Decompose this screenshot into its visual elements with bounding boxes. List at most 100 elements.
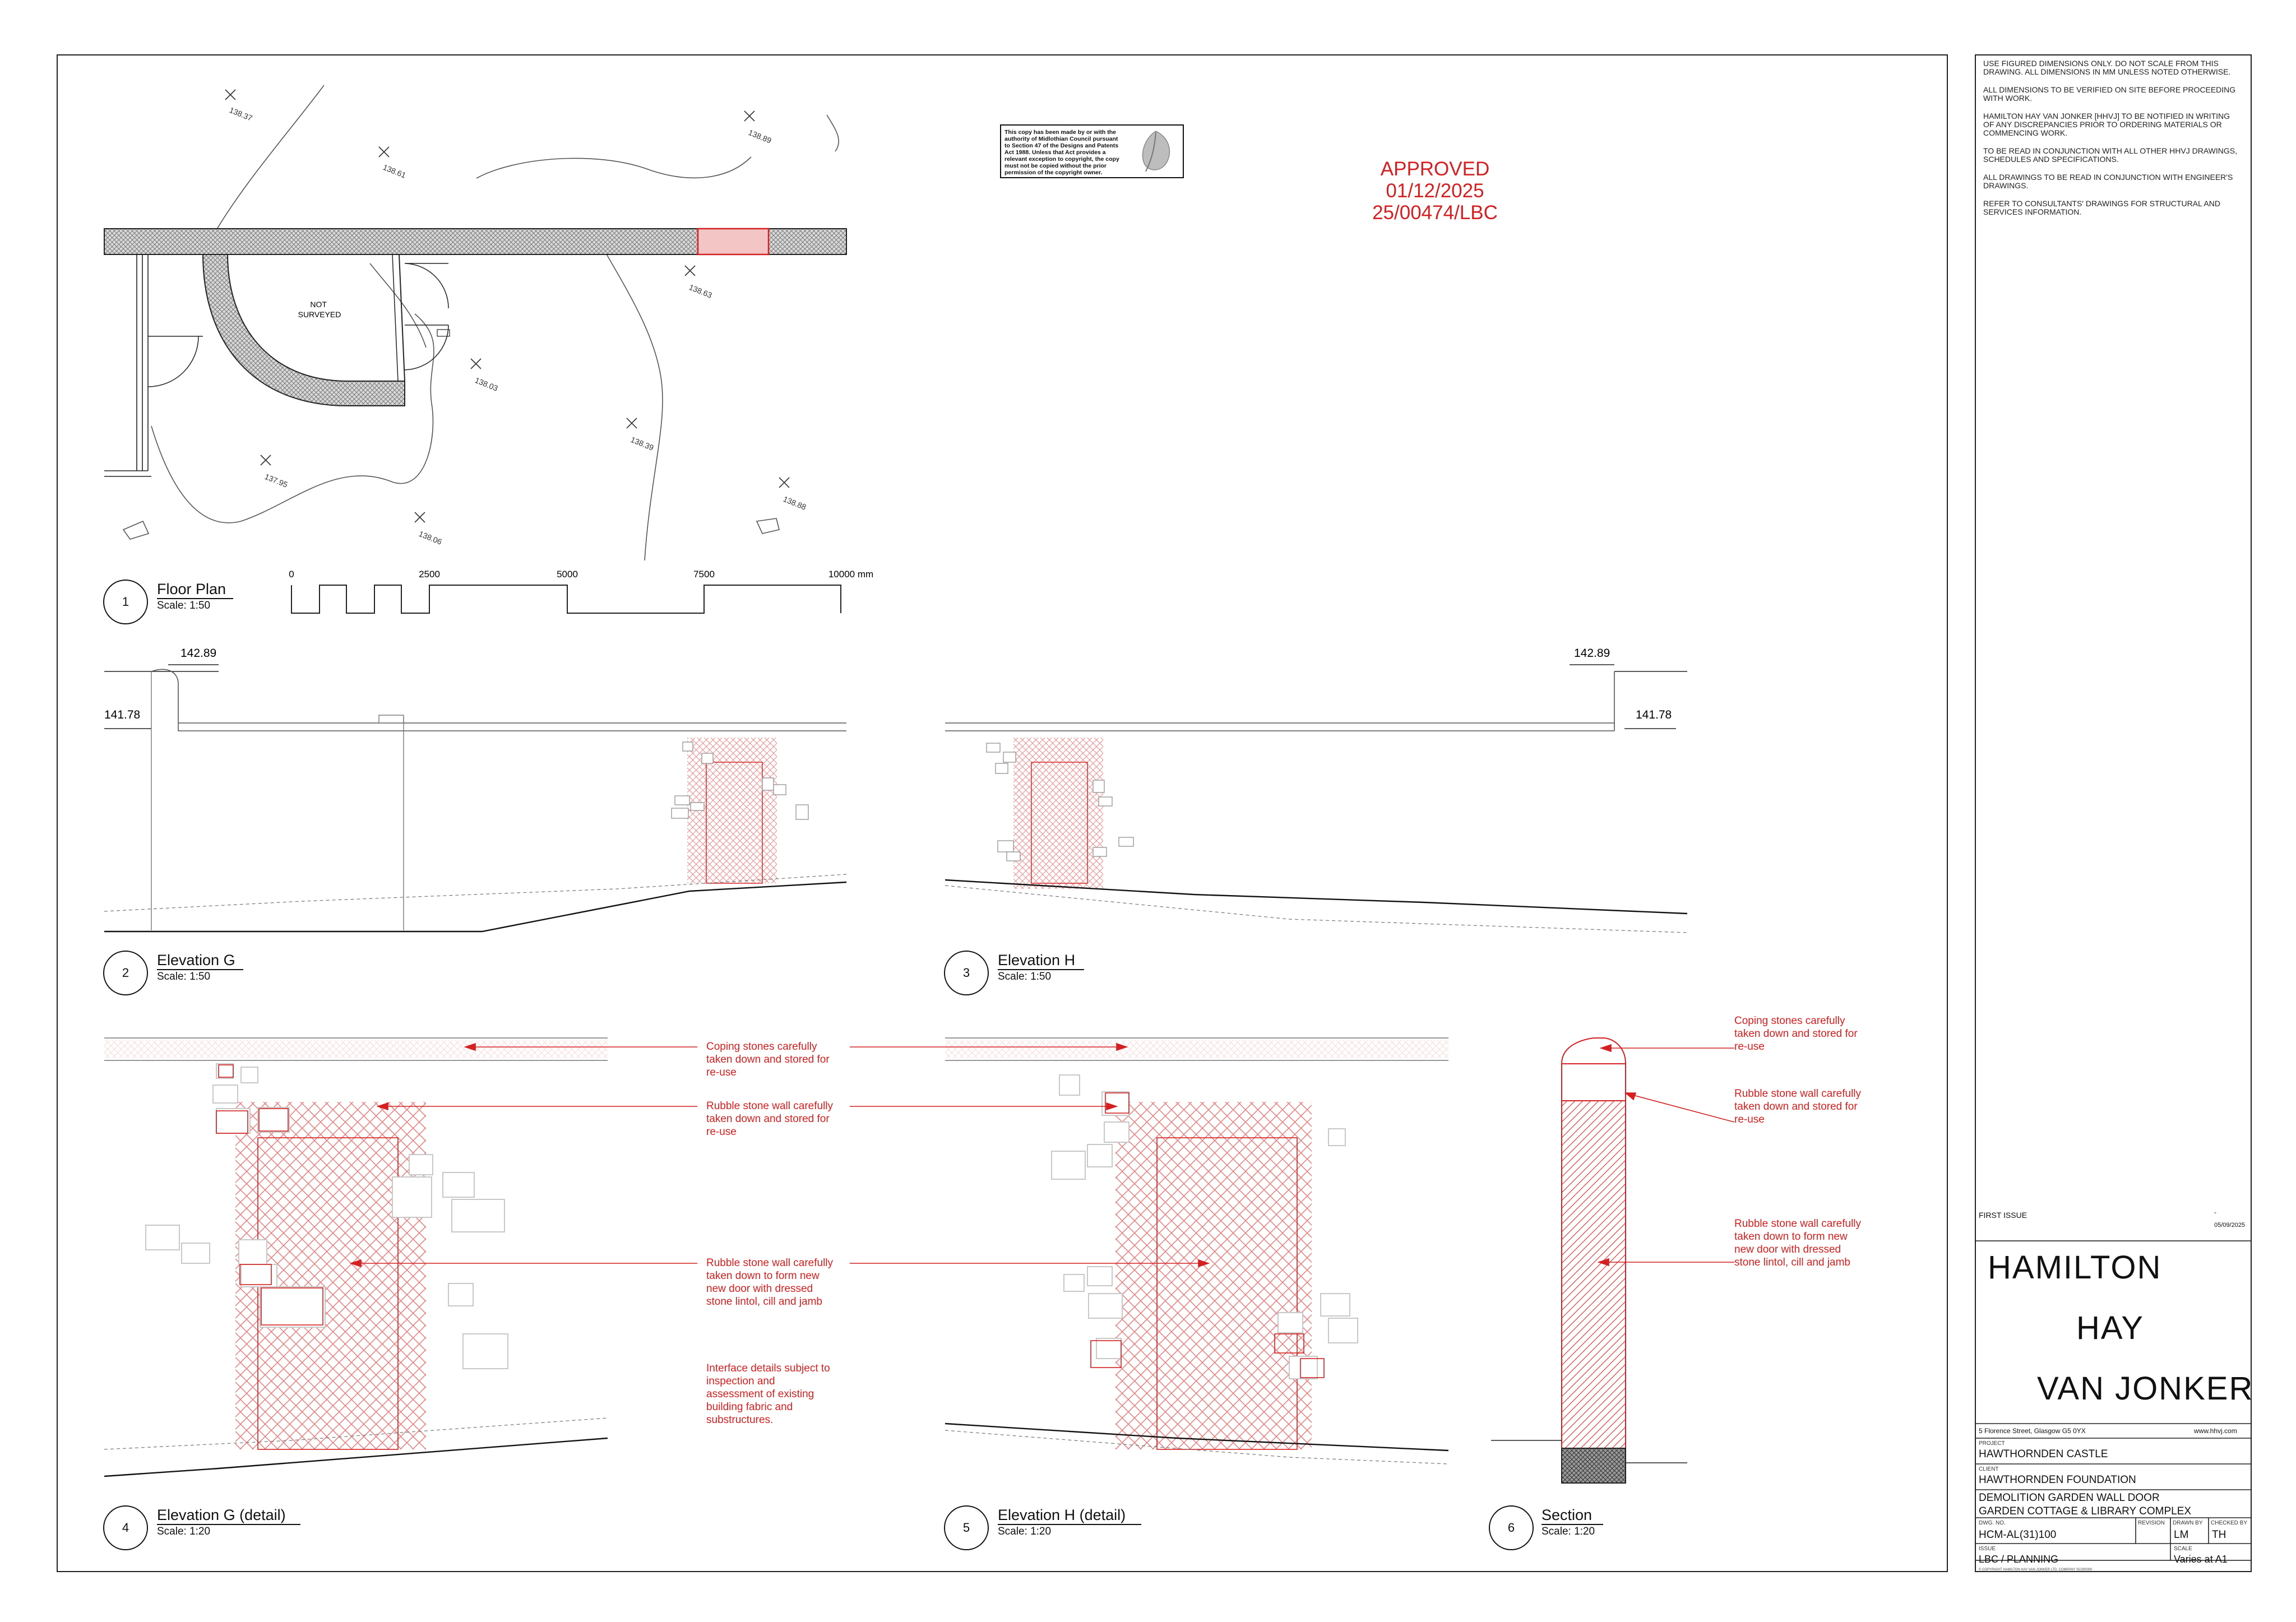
checked-by-label: CHECKED BY bbox=[2211, 1520, 2248, 1526]
view-number: 2 bbox=[103, 951, 148, 995]
view-title: Elevation H bbox=[998, 952, 1084, 970]
note: REFER TO CONSULTANTS' DRAWINGS FOR STRUC… bbox=[1983, 199, 2220, 216]
first-issue-date: 05/09/2025 bbox=[2214, 1222, 2246, 1229]
checked-by: TH bbox=[2212, 1529, 2226, 1541]
practice-website: www.hhvj.com bbox=[2194, 1427, 2237, 1435]
client-label: CLIENT bbox=[1979, 1466, 1999, 1472]
note: USE FIGURED DIMENSIONS ONLY. DO NOT SCAL… bbox=[1983, 59, 2231, 76]
spot-level-label: 137.95 bbox=[263, 472, 289, 489]
scale-tick-label: 2500 bbox=[419, 569, 440, 580]
wall-core-section bbox=[1561, 1100, 1626, 1449]
logo-line-3: VAN JONKER bbox=[2037, 1370, 2254, 1407]
scale-bar: 0 2500 5000 7500 10000 mm bbox=[289, 569, 873, 614]
wall-section bbox=[1491, 1037, 1687, 1484]
level-label-mid: 141.78 bbox=[1636, 708, 1672, 721]
level-label-mid: 141.78 bbox=[104, 708, 140, 721]
approval-status: APPROVED bbox=[1380, 158, 1490, 180]
section-rubble-callout: Rubble stone wall carefully taken down a… bbox=[1734, 1088, 1862, 1125]
note: HAMILTON HAY VAN JONKER [HHVJ] TO BE NOT… bbox=[1983, 112, 2230, 137]
contour-line bbox=[476, 156, 752, 179]
contour-line bbox=[215, 85, 325, 231]
view-title: Elevation H (detail) bbox=[998, 1507, 1141, 1525]
spot-level-label: 138.63 bbox=[688, 282, 714, 300]
spot-level-label: 138.06 bbox=[418, 529, 443, 546]
view-scale: Scale: 1:50 bbox=[998, 971, 1052, 983]
curved-wall-plan bbox=[202, 254, 405, 406]
contour-line bbox=[369, 263, 427, 348]
view-number: 1 bbox=[103, 580, 148, 624]
level-label-top: 142.89 bbox=[1574, 647, 1610, 660]
coping-callout: Coping stones carefully taken down and s… bbox=[706, 1041, 830, 1078]
first-issue-label: FIRST ISSUE bbox=[1979, 1211, 2027, 1220]
drawing-number-label: DWG. NO. bbox=[1979, 1520, 2006, 1526]
new-door-callout: Rubble stone wall carefully taken down t… bbox=[706, 1257, 834, 1308]
logo-line-2: HAY bbox=[2076, 1310, 2144, 1346]
view-title: Section bbox=[1542, 1507, 1603, 1525]
view-scale: Scale: 1:20 bbox=[998, 1526, 1052, 1537]
view-number: 3 bbox=[944, 951, 989, 995]
copyright-notice-box: This copy has been made by or with the a… bbox=[1000, 124, 1184, 178]
scale-tick-label: 5000 bbox=[557, 569, 578, 580]
view-scale: Scale: 1:20 bbox=[157, 1526, 211, 1537]
contour-line bbox=[122, 520, 150, 540]
drawing-number: HCM-AL(31)100 bbox=[1979, 1529, 2057, 1541]
approval-stamp: APPROVED 01/12/2025 25/00474/LBC bbox=[1334, 158, 1536, 224]
door-swing bbox=[404, 325, 449, 370]
spot-level-label: 138.39 bbox=[629, 435, 655, 452]
spot-level-label: 138.61 bbox=[382, 163, 408, 180]
view-scale: Scale: 1:50 bbox=[157, 971, 211, 983]
footer-copyright: © COPYRIGHT HAMILTON HAY VAN JONKER LTD.… bbox=[1979, 1568, 2093, 1572]
level-markers: 142.89 141.78 142.89 141.78 bbox=[104, 647, 1672, 721]
door-swing bbox=[147, 336, 203, 387]
ground-line bbox=[104, 881, 847, 933]
drawing-frame bbox=[57, 54, 1948, 1572]
rubble-callout: Rubble stone wall carefully taken down a… bbox=[706, 1100, 834, 1138]
practice-address: 5 Florence Street, Glasgow G5 0YX bbox=[1979, 1427, 2086, 1435]
ground-line bbox=[104, 1437, 608, 1477]
note: ALL DIMENSIONS TO BE VERIFIED ON SITE BE… bbox=[1983, 85, 2236, 103]
approval-reference: 25/00474/LBC bbox=[1372, 202, 1498, 224]
section-coping-callout: Coping stones carefully taken down and s… bbox=[1734, 1015, 1858, 1053]
elevation-h bbox=[945, 664, 1688, 933]
note: TO BE READ IN CONJUNCTION WITH ALL OTHER… bbox=[1983, 146, 2237, 164]
callout-leaders bbox=[349, 1042, 1735, 1268]
spot-level-labels: 138.37 138.61 138.89 138.63 138.03 138.3… bbox=[228, 105, 808, 546]
elevation-g bbox=[104, 664, 847, 933]
spot-level-label: 138.88 bbox=[782, 494, 808, 512]
view-scale: Scale: 1:50 bbox=[157, 600, 211, 611]
ground-line bbox=[945, 879, 1688, 915]
spot-level-marks bbox=[225, 89, 790, 523]
floor-plan: NOT SURVEYED 138.37 138.61 138.89 138.63… bbox=[104, 85, 847, 561]
general-notes: USE FIGURED DIMENSIONS ONLY. DO NOT SCAL… bbox=[1983, 59, 2241, 226]
logo-line-1: HAMILTON bbox=[1988, 1249, 2162, 1286]
drawing-scale: Varies at A1 bbox=[2174, 1554, 2228, 1565]
spot-level-label: 138.37 bbox=[228, 105, 254, 123]
view-scale: Scale: 1:20 bbox=[1542, 1526, 1595, 1537]
scale-tick-label: 0 bbox=[289, 569, 294, 580]
new-door-outline bbox=[257, 1137, 399, 1450]
scale-tick-label: 7500 bbox=[693, 569, 715, 580]
level-label-top: 142.89 bbox=[180, 647, 216, 660]
approval-date: 01/12/2025 bbox=[1386, 180, 1484, 202]
client-name: HAWTHORNDEN FOUNDATION bbox=[1979, 1474, 2136, 1486]
elevation-g-detail bbox=[104, 1037, 608, 1477]
wall-opening-plan bbox=[697, 228, 770, 256]
contour-line bbox=[756, 518, 780, 534]
view-number: 6 bbox=[1489, 1505, 1534, 1550]
note: ALL DRAWINGS TO BE READ IN CONJUNCTION W… bbox=[1983, 173, 2233, 190]
issue-status: LBC / PLANNING bbox=[1979, 1554, 2059, 1565]
contour-line bbox=[151, 313, 434, 523]
contour-line bbox=[605, 252, 663, 561]
view-title: Floor Plan bbox=[157, 581, 233, 599]
demolition-zone bbox=[1115, 1102, 1312, 1449]
title-block-frame bbox=[1975, 54, 2252, 1572]
revision-label: REVISION bbox=[2138, 1520, 2165, 1526]
scale-tick-label: 10000 mm bbox=[828, 569, 873, 580]
drawn-by: LM bbox=[2174, 1529, 2189, 1541]
spot-level-label: 138.03 bbox=[474, 376, 499, 393]
view-number: 4 bbox=[103, 1505, 148, 1550]
copyright-notice-text: This copy has been made by or with the a… bbox=[1004, 129, 1119, 176]
leaf-icon bbox=[1142, 131, 1170, 172]
title-block-rules bbox=[1975, 1240, 2252, 1561]
ground-line bbox=[945, 1422, 1449, 1452]
